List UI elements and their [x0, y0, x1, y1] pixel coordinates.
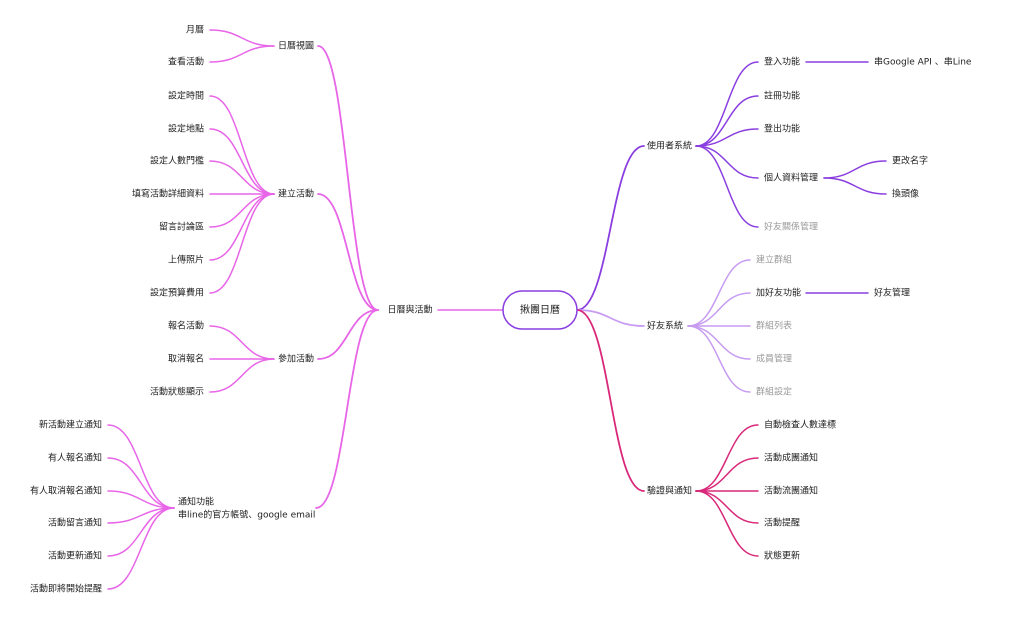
node-friend-system[interactable]: 好友系統 [647, 320, 683, 332]
node-event-cancelled-notice[interactable]: 活動流團通知 [764, 485, 818, 497]
edge-user-child-4 [695, 145, 759, 228]
leaf-cancel-registration[interactable]: 取消報名 [168, 353, 204, 365]
node-friend-relations[interactable]: 好友關係管理 [764, 221, 818, 233]
leaf-register-event[interactable]: 報名活動 [168, 320, 204, 332]
node-member-management[interactable]: 成員管理 [756, 353, 792, 365]
root-node-label: 揪團日曆 [520, 303, 560, 316]
edge-verify-child-4 [695, 490, 759, 557]
edge-verify-child-0 [695, 424, 759, 492]
leaf-event-update-notice[interactable]: 活動更新通知 [48, 550, 102, 562]
edge-friend-child-0 [687, 259, 751, 327]
edge-friend-child-4 [687, 325, 751, 393]
edge-create-leaf-4 [209, 193, 275, 228]
root-node-box [502, 290, 578, 330]
node-calendar-view[interactable]: 日曆視圖 [278, 40, 314, 52]
node-create-event[interactable]: 建立活動 [278, 188, 314, 200]
leaf-new-event-notice[interactable]: 新活動建立通知 [39, 419, 102, 431]
node-notification-feature-line2[interactable]: 串line的官方帳號、google email [178, 509, 315, 521]
leaf-set-location[interactable]: 設定地點 [168, 123, 204, 135]
root-node[interactable]: 揪團日曆 [502, 290, 578, 330]
leaf-change-avatar[interactable]: 換頭像 [892, 188, 919, 200]
node-status-update[interactable]: 狀態更新 [764, 550, 800, 562]
node-logout[interactable]: 登出功能 [764, 123, 800, 135]
leaf-event-comment-notice[interactable]: 活動留言通知 [48, 517, 102, 529]
edge-user-child-1 [695, 95, 759, 147]
edge-notify-leaf-0 [107, 424, 175, 509]
node-create-group[interactable]: 建立群組 [756, 254, 792, 266]
node-auto-check-headcount[interactable]: 自動檢查人數達標 [764, 419, 836, 431]
node-signup[interactable]: 註冊功能 [764, 90, 800, 102]
edge-profile-leaf-0 [823, 160, 887, 179]
leaf-someone-registered-notice[interactable]: 有人報名通知 [48, 452, 102, 464]
node-user-system[interactable]: 使用者系統 [647, 140, 692, 152]
leaf-month-calendar[interactable]: 月曆 [186, 25, 204, 36]
edge-user-child-0 [695, 61, 759, 147]
edge-join-event [317, 309, 379, 360]
edge-verify-child-1 [695, 457, 759, 492]
leaf-event-starting-reminder[interactable]: 活動即將開始提醒 [30, 583, 102, 595]
edge-user-child-2 [695, 128, 759, 147]
edge-calendar-leaf-0 [209, 29, 275, 47]
edge-create-leaf-2 [209, 160, 275, 195]
leaf-google-line-api[interactable]: 串Google API 、串Line [874, 57, 972, 68]
edge-verify-child-3 [695, 490, 759, 524]
leaf-friend-management[interactable]: 好友管理 [874, 287, 910, 299]
edge-profile-leaf-1 [823, 177, 887, 195]
leaf-view-events[interactable]: 查看活動 [168, 56, 204, 68]
edge-create-event [317, 193, 379, 311]
leaf-upload-photos[interactable]: 上傳照片 [168, 254, 204, 266]
node-notification-feature-line1[interactable]: 通知功能 [178, 496, 214, 508]
edge-user-child-3 [695, 145, 759, 179]
node-profile-management[interactable]: 個人資料管理 [764, 172, 818, 184]
edge-calendar-leaf-1 [209, 45, 275, 63]
edge-notification [315, 309, 379, 509]
edge-notify-leaf-1 [107, 457, 175, 509]
node-group-settings[interactable]: 群組設定 [756, 386, 792, 398]
edge-create-leaf-5 [209, 193, 275, 261]
edge-join-leaf-2 [209, 358, 275, 393]
edge-friend-child-1 [687, 292, 751, 327]
edge-verify-notify [576, 309, 645, 492]
node-add-friend[interactable]: 加好友功能 [756, 287, 801, 299]
edge-notify-leaf-5 [107, 507, 175, 590]
leaf-set-budget[interactable]: 設定預算費用 [150, 287, 204, 299]
node-join-event[interactable]: 參加活動 [278, 353, 314, 365]
leaf-change-name[interactable]: 更改名字 [892, 155, 928, 167]
connector-lines [107, 29, 887, 590]
edge-notify-leaf-2 [107, 490, 175, 509]
leaf-fill-details[interactable]: 填寫活動詳細資料 [132, 188, 204, 200]
edge-friend-system [576, 309, 645, 327]
edge-user-system [576, 145, 645, 311]
node-calendar-and-events[interactable]: 日曆與活動 [387, 304, 432, 316]
node-login[interactable]: 登入功能 [764, 56, 800, 68]
leaf-set-headcount[interactable]: 設定人數門檻 [150, 155, 204, 167]
edge-friend-child-3 [687, 325, 751, 360]
edge-create-leaf-6 [209, 193, 275, 294]
node-group-list[interactable]: 群組列表 [756, 320, 792, 332]
node-event-reminder[interactable]: 活動提醒 [764, 517, 800, 529]
leaf-set-time[interactable]: 設定時間 [168, 90, 204, 102]
edge-create-leaf-1 [209, 128, 275, 195]
leaf-comment-board[interactable]: 留言討論區 [159, 221, 204, 233]
leaf-event-status[interactable]: 活動狀態顯示 [150, 386, 204, 398]
edge-create-leaf-0 [209, 95, 275, 195]
leaf-someone-cancelled-notice[interactable]: 有人取消報名通知 [30, 485, 102, 497]
edge-calendar-view [317, 45, 379, 311]
node-verify-and-notify[interactable]: 驗證與通知 [647, 485, 692, 497]
edge-join-leaf-0 [209, 325, 275, 360]
edge-notify-leaf-4 [107, 507, 175, 557]
node-event-formed-notice[interactable]: 活動成團通知 [764, 452, 818, 464]
